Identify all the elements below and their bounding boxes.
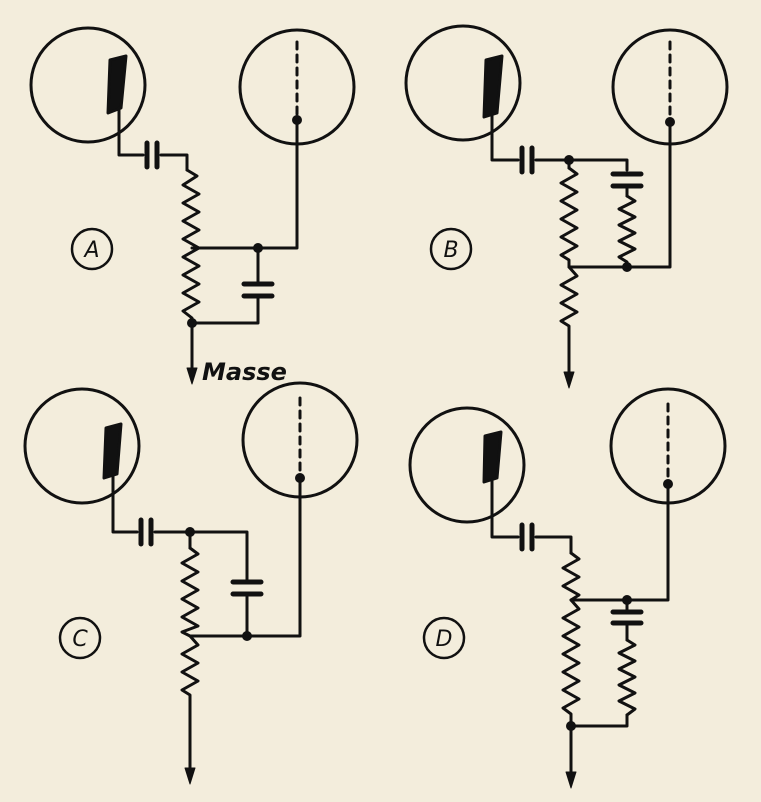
ground-label-a: Masse	[202, 358, 287, 386]
plate-electrode-a	[106, 54, 128, 115]
panel-b: B	[404, 24, 729, 389]
panel-a: Masse A	[29, 26, 356, 386]
bypass-capacitor-a	[241, 281, 275, 299]
wire-d	[490, 478, 670, 728]
panel-d: D	[408, 387, 727, 789]
ground-arrow-a	[186, 367, 198, 385]
coupling-capacitor-a	[144, 140, 160, 170]
panel-label-d: D	[436, 627, 453, 652]
ground-arrow-c	[184, 767, 196, 785]
panel-label-c: C	[72, 627, 88, 652]
resistor-b-series	[617, 194, 637, 269]
node-c1	[185, 527, 195, 537]
label-circle-d	[422, 616, 466, 660]
plate-electrode-d	[482, 430, 503, 484]
capacitor-c	[230, 579, 264, 597]
tube-left-c	[23, 387, 141, 505]
wire-a	[117, 106, 299, 325]
tube-left-b	[404, 24, 522, 142]
panel-label-b: B	[443, 238, 458, 263]
label-circle-a	[70, 227, 114, 271]
panel-label-a: A	[82, 238, 99, 263]
capacitor-b	[610, 171, 644, 189]
tube-left-d	[408, 406, 526, 524]
panel-c: C	[23, 381, 359, 785]
wire-c	[111, 473, 302, 638]
coupling-capacitor-b	[519, 145, 535, 175]
coupling-capacitor-d	[519, 522, 535, 552]
node-a1	[253, 243, 263, 253]
ground-arrow-d	[565, 771, 577, 789]
node-b1	[564, 155, 574, 165]
plate-electrode-b	[482, 54, 504, 119]
resistor-d-series	[617, 638, 637, 717]
node-d1	[622, 595, 632, 605]
resistor-a	[181, 168, 201, 325]
capacitor-d	[610, 609, 644, 626]
coupling-capacitor-c	[138, 517, 154, 547]
label-circle-c	[58, 616, 102, 660]
node-d2	[566, 721, 576, 731]
node-c2	[242, 631, 252, 641]
ground-arrow-b	[563, 371, 575, 389]
resistor-d-main	[561, 551, 581, 774]
resistor-b-main	[559, 166, 579, 374]
label-circle-b	[429, 227, 473, 271]
plate-electrode-c	[102, 422, 123, 480]
tube-left-a	[29, 26, 147, 144]
resistor-c	[180, 546, 200, 772]
node-b2	[622, 262, 632, 272]
